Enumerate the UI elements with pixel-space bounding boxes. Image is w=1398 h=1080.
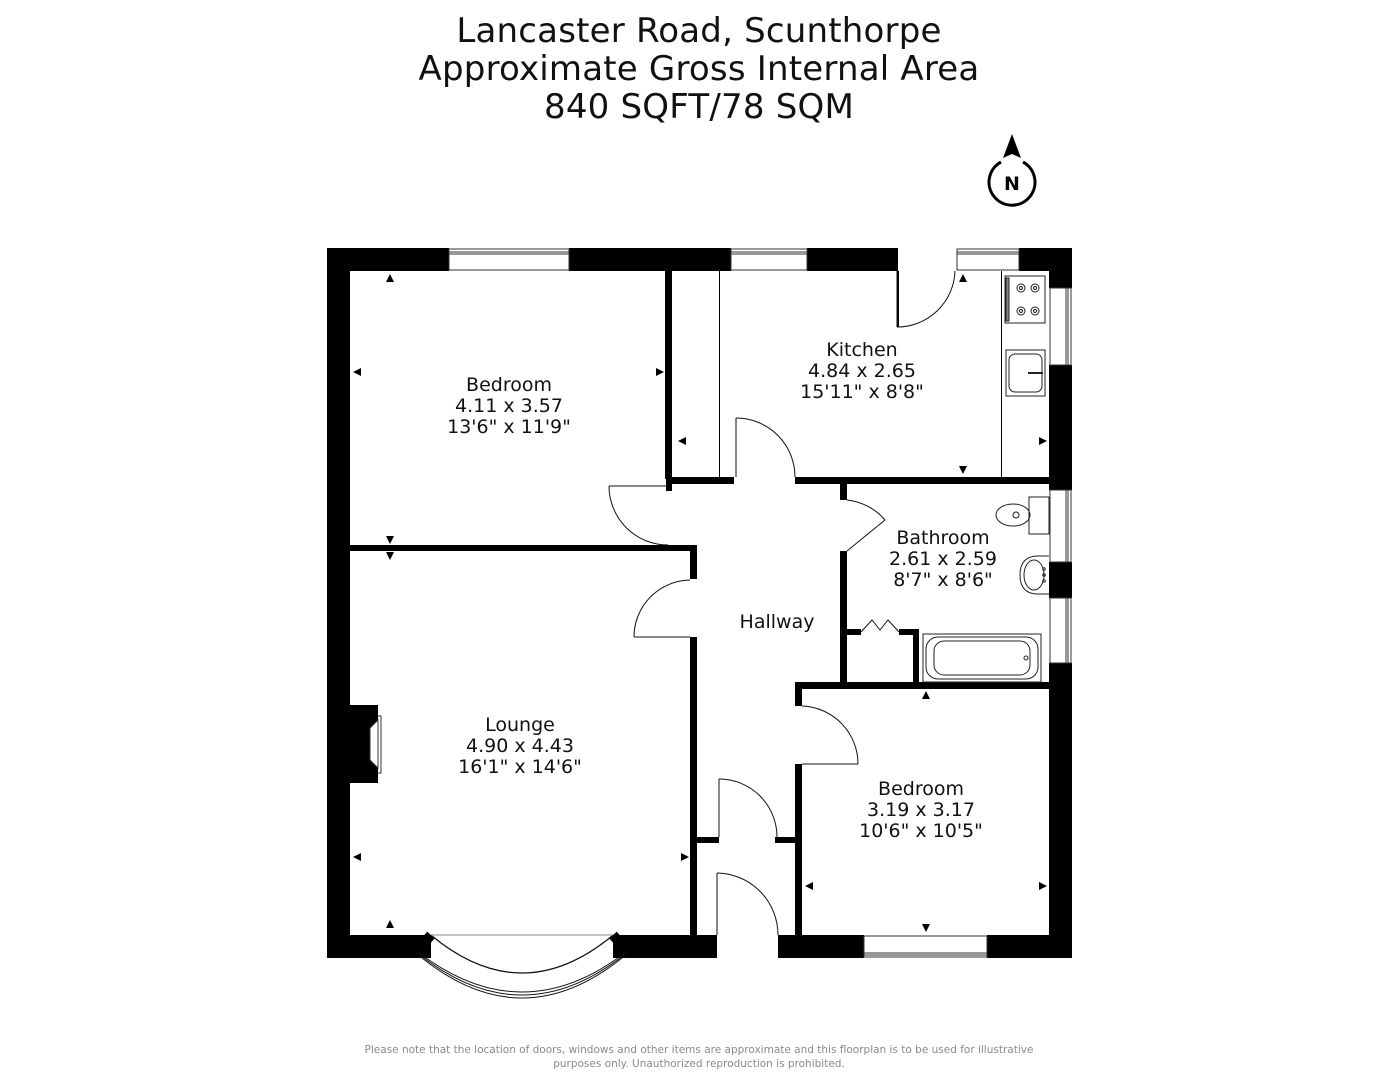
sink-icon: [1005, 349, 1046, 397]
area-value: 840 SQFT/78 SQM: [544, 87, 854, 127]
disclaimer: Please note that the location of doors, …: [0, 1043, 1398, 1071]
bath-icon: [922, 633, 1042, 683]
room-lounge: Lounge 4.90 x 4.43 16'1" x 14'6": [458, 715, 582, 778]
room-name: Bedroom: [466, 374, 552, 396]
fireplace-icon: [369, 715, 382, 774]
room-name: Bedroom: [878, 778, 964, 800]
dimension-markers: [353, 274, 1047, 932]
hob-icon: [1004, 275, 1046, 324]
room-imperial: 15'11" x 8'8": [800, 381, 924, 403]
floorplan-title: Lancaster Road, Scunthorpe Approximate G…: [0, 12, 1398, 126]
interior-walls: [350, 271, 1049, 935]
room-metric: 4.90 x 4.43: [466, 735, 574, 757]
room-bedroom-1: Bedroom 4.11 x 3.57 13'6" x 11'9": [447, 375, 571, 438]
area-label: Approximate Gross Internal Area: [418, 49, 980, 89]
room-bedroom-2: Bedroom 3.19 x 3.17 10'6" x 10'5": [859, 779, 983, 842]
room-kitchen: Kitchen 4.84 x 2.65 15'11" x 8'8": [800, 340, 924, 403]
compass-letter: N: [1004, 173, 1020, 195]
room-imperial: 10'6" x 10'5": [859, 820, 983, 842]
room-name: Kitchen: [826, 339, 898, 361]
windows: [448, 248, 1072, 958]
toilet-icon: [995, 496, 1050, 535]
room-imperial: 13'6" x 11'9": [447, 416, 571, 438]
room-name: Bathroom: [896, 527, 990, 549]
disclaimer-line-2: purposes only. Unauthorized reproduction…: [553, 1058, 845, 1070]
exterior-walls: [327, 248, 1072, 958]
room-metric: 4.84 x 2.65: [808, 360, 916, 382]
room-hallway: Hallway: [740, 612, 815, 633]
room-imperial: 8'7" x 8'6": [893, 569, 993, 591]
disclaimer-line-1: Please note that the location of doors, …: [364, 1044, 1034, 1056]
room-imperial: 16'1" x 14'6": [458, 756, 582, 778]
room-metric: 3.19 x 3.17: [867, 799, 975, 821]
room-name: Hallway: [739, 611, 815, 633]
basin-icon: [1019, 555, 1049, 595]
property-address: Lancaster Road, Scunthorpe: [456, 11, 942, 51]
bay-window-icon: [414, 931, 630, 999]
door-swings: [608, 270, 956, 936]
north-arrow-icon: N: [987, 134, 1037, 207]
room-metric: 4.11 x 3.57: [455, 395, 563, 417]
room-metric: 2.61 x 2.59: [889, 548, 997, 570]
room-name: Lounge: [485, 714, 555, 736]
room-bathroom: Bathroom 2.61 x 2.59 8'7" x 8'6": [889, 528, 997, 591]
